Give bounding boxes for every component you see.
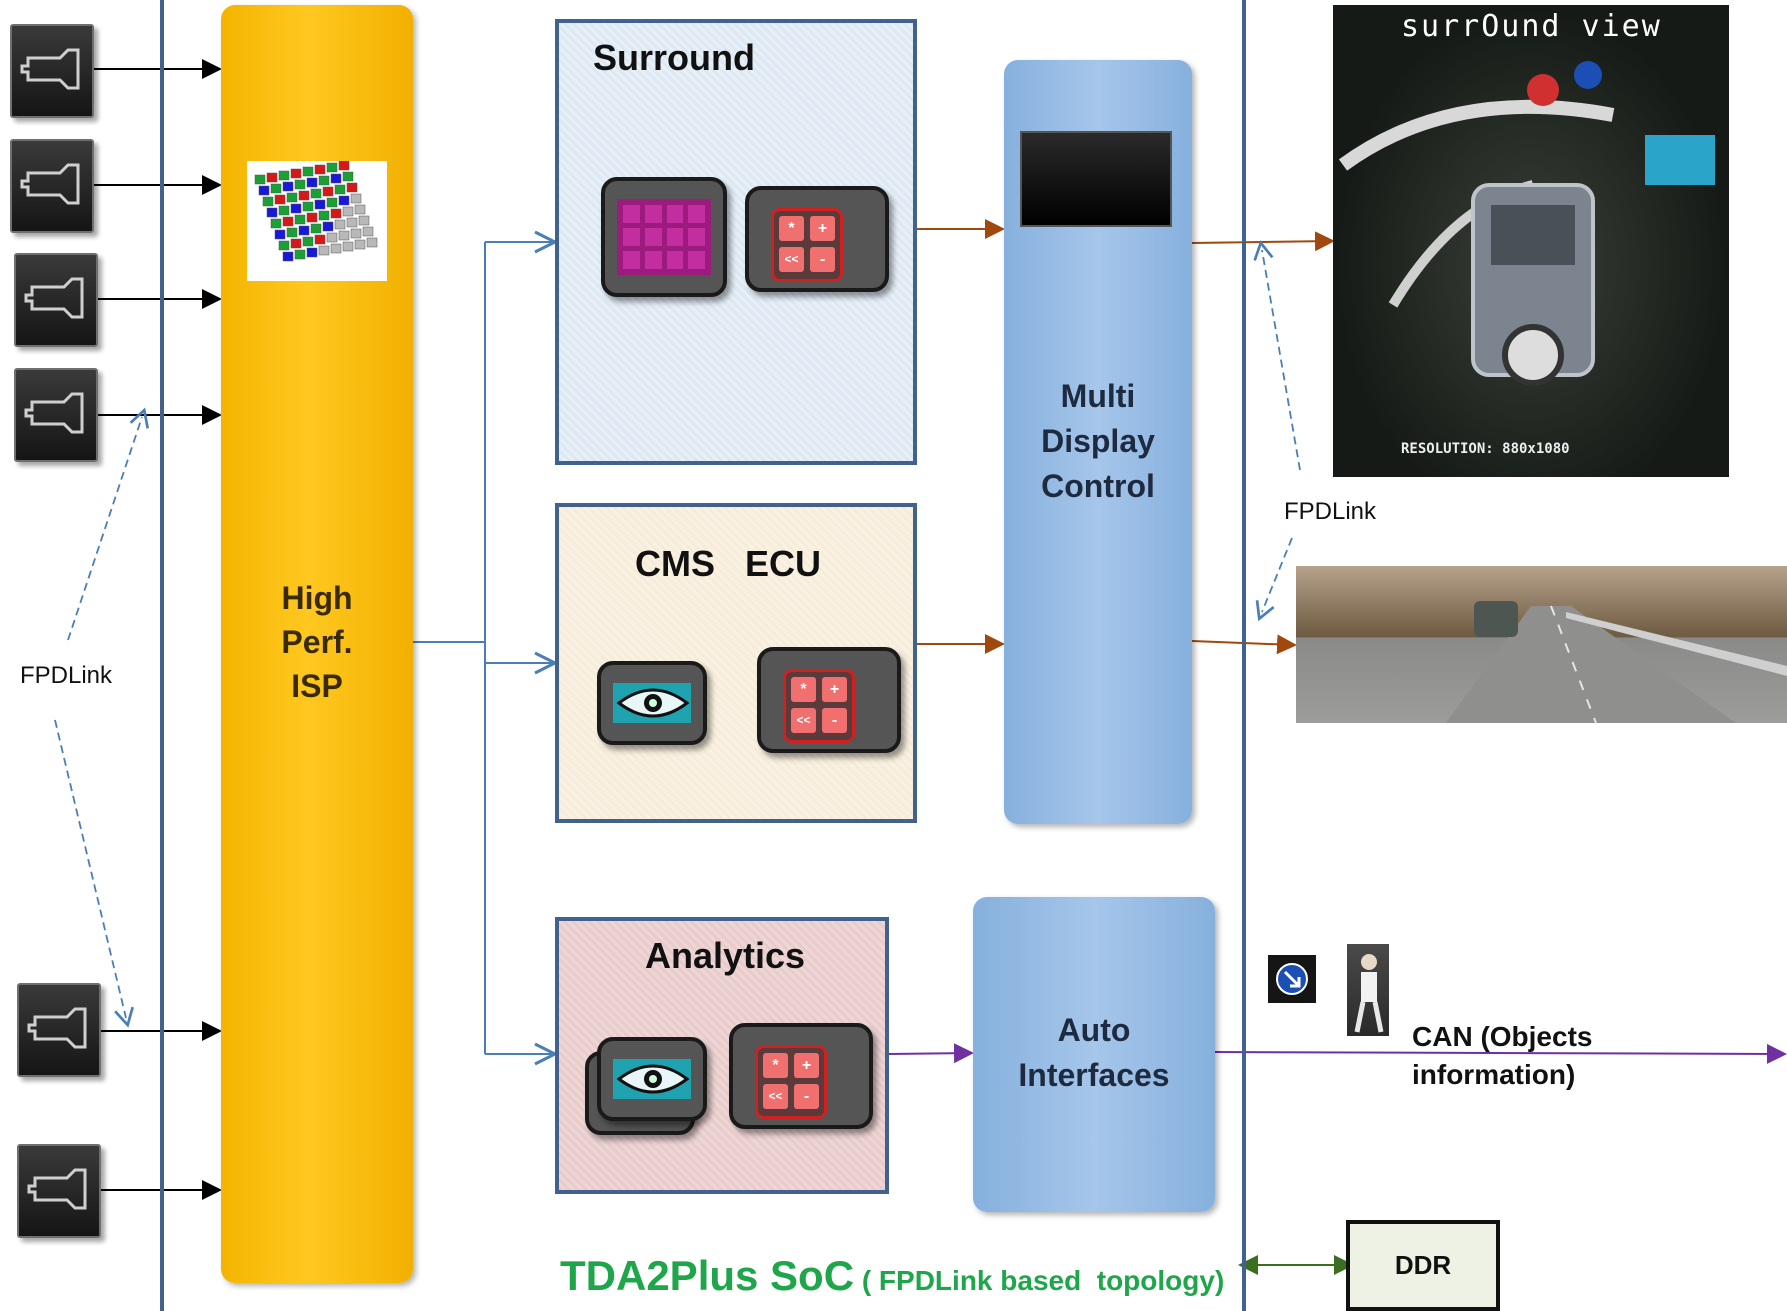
- camera-icon: [17, 1144, 101, 1238]
- soc-boundary-right: [1242, 0, 1246, 1311]
- dsp-chip-icon: * + << -: [745, 186, 889, 292]
- dsp-chip-icon: * + << -: [729, 1023, 873, 1129]
- isp-label-line: ISP: [291, 668, 343, 704]
- calc-key: -: [794, 1084, 819, 1109]
- vision-chip-icon: [597, 1037, 707, 1121]
- road-view-scene: [1446, 601, 1787, 723]
- auto-interfaces-block: [973, 897, 1215, 1212]
- calc-key: <<: [763, 1084, 788, 1109]
- mdc-label-line: Multi: [1060, 378, 1136, 414]
- camera-icon: [17, 983, 101, 1077]
- mdc-label-line: Display: [1041, 423, 1155, 459]
- analytics-title: Analytics: [645, 935, 806, 976]
- surround-view-title: surrOund view: [1401, 9, 1662, 44]
- road-sign-icon: [1268, 955, 1316, 1003]
- soc-boundary-left: [160, 0, 164, 1311]
- calc-key: *: [791, 677, 816, 702]
- gpu-core-grid: [617, 199, 711, 275]
- calc-key: <<: [779, 247, 804, 272]
- fpdlink-dashed: [54, 240, 1301, 1028]
- caption-sub: ( FPDLink based topology): [854, 1265, 1225, 1296]
- eye-icon: [616, 688, 690, 718]
- camera-arrows: [93, 59, 222, 1200]
- cms-ecu-title: CMS ECU: [635, 543, 822, 584]
- calc-key: *: [763, 1053, 788, 1078]
- mdc-label: Multi Display Control: [1004, 374, 1192, 509]
- can-label-line: CAN (Objects: [1412, 1021, 1593, 1052]
- eye-panel: [613, 683, 691, 723]
- isp-label: High Perf. ISP: [221, 576, 413, 708]
- calc-key: +: [822, 677, 847, 702]
- isp-fanout: [413, 230, 559, 1066]
- calc-keypad: * + << -: [771, 208, 843, 282]
- isp-label-line: Perf.: [281, 624, 353, 660]
- calc-keypad: * + << -: [783, 669, 855, 743]
- surround-title: Surround: [593, 37, 755, 78]
- calc-key: *: [779, 216, 804, 241]
- dsp-chip-icon: * + << -: [757, 647, 901, 753]
- eye-icon: [616, 1064, 690, 1094]
- surround-block: Surround * + << -: [555, 19, 917, 465]
- camera-icon: [10, 24, 94, 118]
- ddr-block: DDR: [1346, 1220, 1500, 1311]
- diagram-caption: TDA2Plus SoC ( FPDLink based topology): [560, 1252, 1224, 1300]
- eye-panel: [613, 1059, 691, 1099]
- calc-key: <<: [791, 708, 816, 733]
- camera-icon: [14, 368, 98, 462]
- vision-chip-icon: [597, 661, 707, 745]
- display-monitor-icon: [1020, 131, 1172, 227]
- camera-icon: [10, 139, 94, 233]
- auto-label-line: Auto: [1057, 1012, 1131, 1048]
- cms-ecu-block: CMS ECU * + << -: [555, 503, 917, 823]
- calc-keypad: * + << -: [755, 1045, 827, 1119]
- calc-key: -: [822, 708, 847, 733]
- pedestrian-icon: [1347, 944, 1389, 1036]
- bayer-sensor-icon: [247, 161, 387, 281]
- surround-view-scene: [1338, 61, 1715, 386]
- can-arrows: [888, 1043, 1787, 1064]
- caption-main: TDA2Plus SoC: [560, 1252, 855, 1299]
- calc-key: +: [794, 1053, 819, 1078]
- isp-label-line: High: [281, 580, 353, 616]
- surround-view-resolution: RESOLUTION: 880x1080: [1401, 441, 1570, 457]
- calc-key: -: [810, 247, 835, 272]
- fpdlink-label-right: FPDLink: [1284, 498, 1377, 525]
- road-view-image: [1296, 566, 1787, 723]
- auto-interfaces-label: Auto Interfaces: [973, 1008, 1215, 1098]
- can-label: CAN (Objects information): [1412, 1018, 1592, 1094]
- analytics-block: Analytics * + << -: [555, 917, 889, 1194]
- calc-key: +: [810, 216, 835, 241]
- surround-view-image: surrOund view RESOLUTION: 880x1080: [1333, 5, 1729, 477]
- mdc-label-line: Control: [1041, 468, 1155, 504]
- camera-icon: [14, 253, 98, 347]
- can-label-line: information): [1412, 1059, 1576, 1090]
- gpu-chip-icon: [601, 177, 727, 297]
- auto-label-line: Interfaces: [1018, 1057, 1170, 1093]
- fpdlink-label-left: FPDLink: [20, 662, 113, 689]
